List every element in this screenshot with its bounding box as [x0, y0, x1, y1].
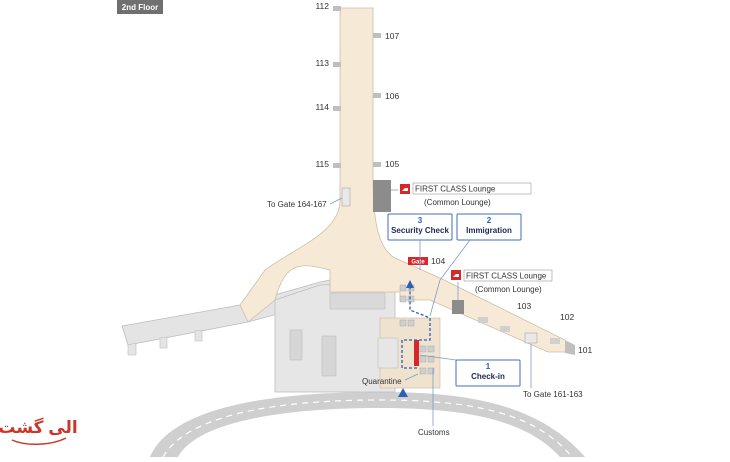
west-wing-piers: [127, 329, 203, 356]
gate-label-102: 102: [560, 312, 574, 322]
step-check-in: 1 Check-in: [419, 354, 521, 387]
step-immigration: 2 Immigration: [429, 213, 522, 317]
gate-stub: [373, 162, 381, 167]
processing-room: [377, 337, 399, 369]
check-in-counter: [414, 340, 419, 366]
lounge-subname: (Common Lounge): [475, 285, 542, 294]
gate-stub: [333, 6, 341, 11]
gate-label-107: 107: [385, 31, 399, 41]
gate-stub: [373, 33, 381, 38]
gate-word: Gate: [411, 260, 425, 266]
gate-stub: [550, 338, 560, 344]
first-class-lounge-east: FIRST CLASS Lounge (Common Lounge): [451, 269, 553, 300]
step-number: 1: [486, 362, 491, 371]
access-road: [150, 392, 585, 457]
to-gate-east-label: To Gate 161-163: [523, 390, 583, 399]
terminal-room: [289, 329, 303, 361]
gate-label-103: 103: [517, 301, 531, 311]
stairs-icon: [341, 187, 351, 207]
floor-label: 2nd Floor: [122, 3, 158, 12]
gate-label-106: 106: [385, 91, 399, 101]
lounge-sofa-glyph: [402, 188, 408, 191]
gate-label-114: 114: [315, 102, 329, 112]
step-label: Check-in: [471, 372, 505, 381]
watermark-swoosh: [11, 437, 67, 445]
gate-label-115: 115: [315, 159, 329, 169]
gate-label-104: 104: [431, 256, 445, 266]
watermark-logo: الی گشت: [0, 417, 78, 437]
gate-stub: [500, 326, 510, 332]
gate-label-105: 105: [385, 159, 399, 169]
lounge-name: FIRST CLASS Lounge: [466, 272, 547, 281]
to-gate-west-label: To Gate 164-167: [267, 200, 327, 209]
customs-label: Customs: [418, 428, 450, 437]
step-label: Immigration: [466, 226, 512, 235]
gate-stub: [565, 340, 575, 355]
step-number: 3: [418, 216, 423, 225]
quarantine-label: Quarantine: [362, 377, 402, 386]
gate-label-101: 101: [578, 345, 592, 355]
lounge-block: [373, 180, 391, 212]
gate-stub: [373, 93, 381, 98]
lounge-name: FIRST CLASS Lounge: [415, 185, 496, 194]
step-number: 2: [487, 216, 492, 225]
gate-stub: [333, 106, 341, 111]
quarantine-leader: [404, 373, 419, 381]
to-gate-west-leader: [329, 197, 343, 205]
lounge-block: [452, 300, 464, 314]
road-center-line: [162, 399, 573, 458]
gate-stub: [478, 317, 488, 323]
gate-stub: [333, 62, 341, 67]
lounge-sofa-glyph: [453, 274, 459, 277]
first-class-lounge-north: FIRST CLASS Lounge (Common Lounge): [391, 182, 532, 207]
terminal-room: [321, 335, 337, 377]
stairs-icon: [524, 332, 538, 344]
entrance-arrow-icon: [398, 388, 408, 397]
gate-label-113: 113: [315, 58, 329, 68]
step-label: Security Check: [391, 226, 449, 235]
gate-stub: [333, 163, 341, 168]
route-arrow-icon: [406, 280, 414, 288]
lounge-subname: (Common Lounge): [424, 198, 491, 207]
passenger-route: [401, 288, 431, 369]
floor-badge: 2nd Floor: [117, 0, 163, 14]
gate-label-112: 112: [315, 1, 329, 11]
gate-104-badge: Gate: [408, 257, 428, 266]
terminal-room: [329, 292, 386, 310]
north-concourse: [239, 7, 571, 353]
step-security-check: 3 Security Check: [387, 213, 453, 270]
